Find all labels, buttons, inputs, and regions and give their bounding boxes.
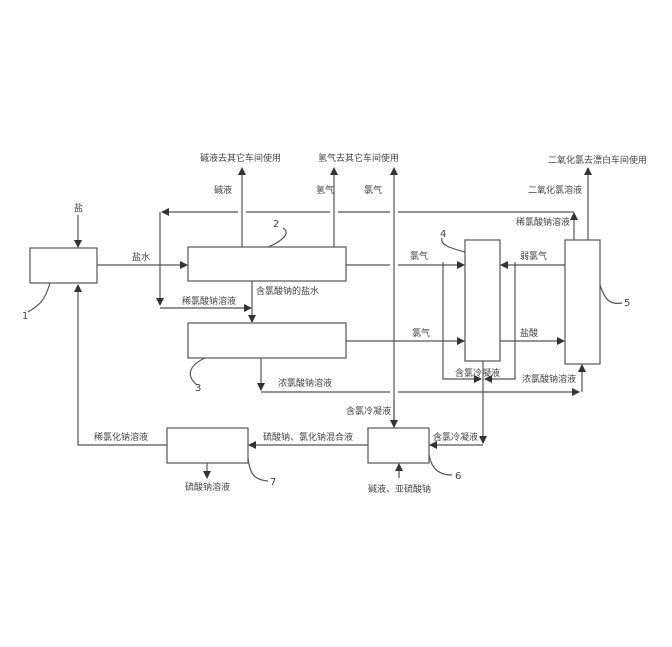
label-chlorine-1: 氯气: [410, 250, 428, 262]
unit-7-box: [166, 427, 249, 464]
unit-1-box: [29, 247, 98, 284]
label-brine: 盐水: [132, 251, 150, 263]
unit-5-box: [564, 239, 601, 365]
label-chlorate-brine: 含氯酸钠的盐水: [256, 285, 319, 297]
label-salt: 盐: [74, 202, 83, 214]
label-alkali-sulfite: 碱液、亚硫酸钠: [368, 483, 431, 495]
unit-2-box: [187, 246, 347, 282]
label-hydrogen-out: 氢气去其它车间使用: [318, 152, 399, 164]
number-6: 6: [455, 471, 461, 482]
label-condensate-3: 含氯冷凝液: [433, 431, 478, 443]
number-2: 2: [273, 219, 279, 230]
leader-lines: [27, 227, 623, 482]
label-chlorine-2: 氯气: [412, 327, 430, 339]
number-4: 4: [440, 229, 446, 240]
label-clo2-out: 二氧化氯去漂白车间使用: [548, 154, 647, 166]
unit-3-box: [187, 322, 347, 359]
label-sulfate: 硫酸钠溶液: [185, 481, 230, 493]
label-clo2-solution: 二氧化氯溶液: [528, 184, 582, 196]
label-weak-chlorine: 弱氯气: [520, 250, 547, 262]
number-7: 7: [270, 477, 276, 488]
label-alkali: 碱液: [214, 184, 232, 196]
label-hydrogen: 氢气: [316, 184, 334, 196]
label-dilute-chlorate-2: 稀氯酸钠溶液: [516, 216, 570, 228]
label-alkali-out: 碱液去其它车间使用: [200, 152, 281, 164]
label-dilute-chlorate-1: 稀氯酸钠溶液: [182, 295, 236, 307]
label-dilute-nacl: 稀氯化钠溶液: [94, 431, 148, 443]
unit-4-box: [464, 239, 501, 362]
label-condensate-1: 含氯冷凝液: [455, 367, 500, 379]
label-chlorine-up: 氯气: [364, 184, 382, 196]
unit-6-box: [367, 427, 430, 464]
label-conc-chlorate-2: 浓氯酸钠溶液: [522, 373, 576, 385]
label-condensate-2: 含氯冷凝液: [346, 405, 391, 417]
number-1: 1: [22, 311, 28, 322]
number-5: 5: [624, 298, 630, 309]
label-hcl: 盐酸: [520, 327, 538, 339]
flow-lines: [74, 167, 592, 479]
number-3: 3: [195, 383, 201, 394]
label-conc-chlorate-1: 浓氯酸钠溶液: [278, 377, 332, 389]
label-mixed: 硫酸钠、氯化钠混合液: [263, 431, 353, 443]
